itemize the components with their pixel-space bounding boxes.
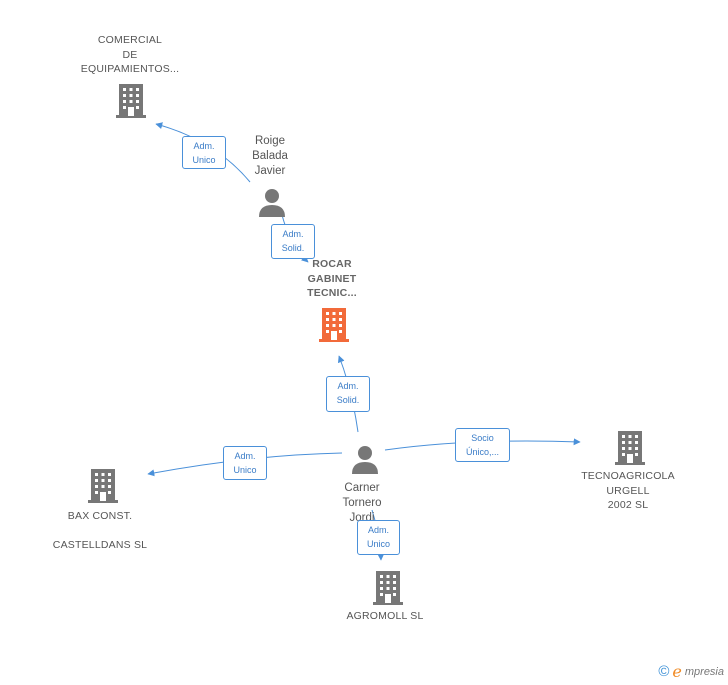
edge-label-carner-tecno[interactable]: Socio Único,... xyxy=(455,428,510,462)
edge-label-carner-bax[interactable]: Adm. Unico xyxy=(223,446,267,480)
node-label-agromoll: AGROMOLL SL xyxy=(346,610,424,622)
brand-name: mpresia xyxy=(684,665,724,678)
building-icon[interactable] xyxy=(87,469,119,503)
node-label-roige: Roige Balada Javier xyxy=(252,135,288,177)
node-label-bax: BAX CONST. CASTELLDANS SL xyxy=(52,510,148,551)
edge-label-roige-rocar[interactable]: Adm. Solid. xyxy=(271,224,315,259)
copyright-icon: © xyxy=(658,663,670,680)
brand-initial: e xyxy=(672,662,682,681)
person-icon[interactable] xyxy=(350,445,380,475)
building-highlight-icon[interactable] xyxy=(318,308,350,342)
person-icon[interactable] xyxy=(257,188,287,218)
node-label-tecnoagricola: TECNOAGRICOLA URGELL 2002 SL xyxy=(581,470,675,511)
edge-label-roige-comercial[interactable]: Adm. Unico xyxy=(182,136,226,169)
building-icon[interactable] xyxy=(614,431,646,465)
edge-label-carner-agromoll[interactable]: Adm. Unico xyxy=(357,520,400,555)
node-label-rocar: ROCAR GABINET TECNIC... xyxy=(307,258,357,299)
building-icon[interactable] xyxy=(115,84,147,118)
edge-label-carner-rocar[interactable]: Adm. Solid. xyxy=(326,376,370,412)
node-label-comercial: COMERCIAL DE EQUIPAMIENTOS... xyxy=(80,34,180,75)
building-icon[interactable] xyxy=(372,571,404,605)
